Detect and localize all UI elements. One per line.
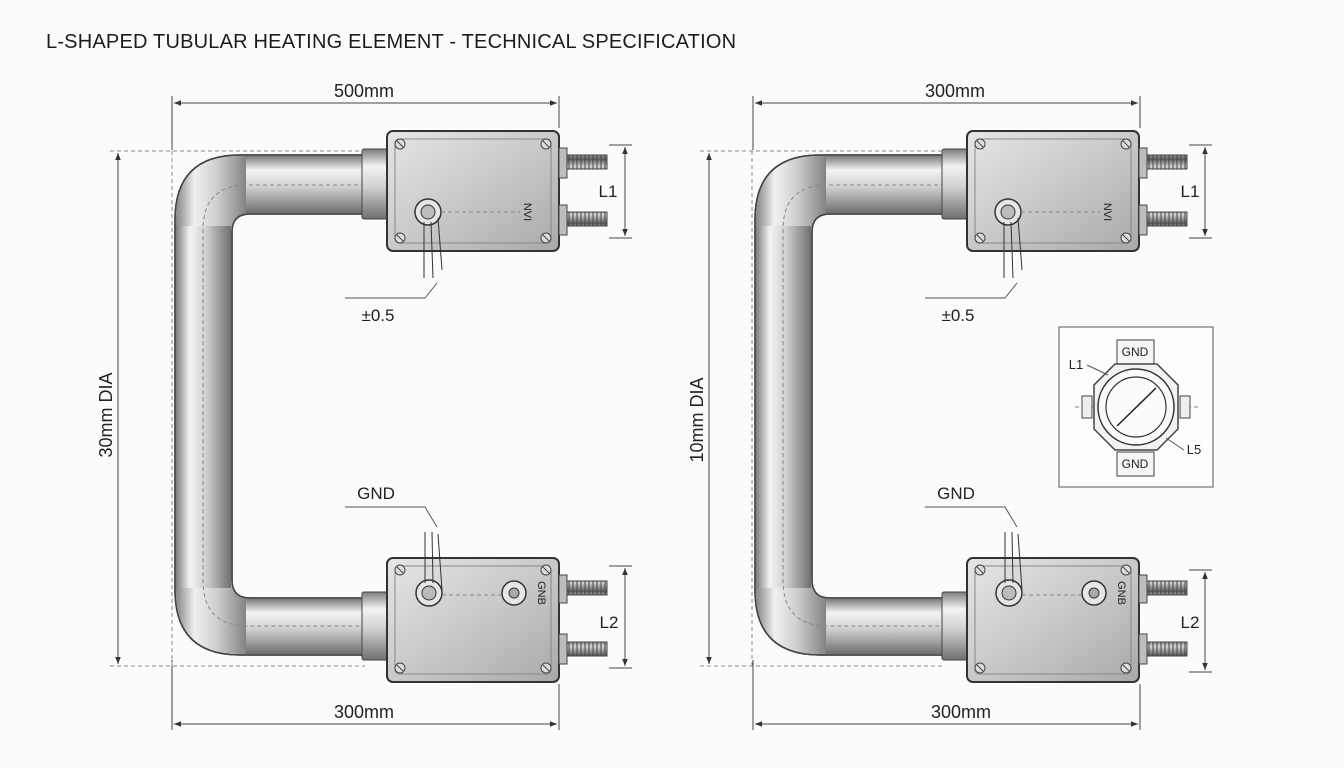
right-bottom-width-label: 300mm (931, 702, 991, 722)
right-height-label: 10mm DIA (687, 377, 707, 462)
detail-gnd-bottom-label: GND (1122, 457, 1149, 471)
left-tolerance-label: ±0.5 (362, 306, 395, 325)
right-terminal-l1-label: L1 (1181, 182, 1200, 201)
right-box-mark-bottom: GNB (1115, 581, 1127, 605)
right-view: 300mm 300mm 10mm DIA ±0.5 GND NVI GNB L1… (687, 81, 1212, 730)
right-box-mark-top: NVI (1101, 203, 1113, 221)
detail-cross-section: GND GND L1 L5 (1058, 326, 1214, 488)
left-box-mark-bottom: GNB (535, 581, 547, 605)
left-top-width-label: 500mm (334, 81, 394, 101)
left-view: 500mm 300mm 30mm DIA ±0.5 GND NVI GNB L1… (96, 81, 632, 730)
right-tolerance-label: ±0.5 (942, 306, 975, 325)
page-title: L-SHAPED TUBULAR HEATING ELEMENT - TECHN… (46, 31, 737, 53)
detail-gnd-top-label: GND (1122, 345, 1149, 359)
left-terminal-l1-label: L1 (599, 182, 618, 201)
right-terminal-l2-label: L2 (1181, 613, 1200, 632)
detail-l5-label: L5 (1187, 442, 1201, 457)
detail-l1-label: L1 (1069, 357, 1083, 372)
left-box-mark-top: NVI (521, 203, 533, 221)
left-bottom-width-label: 300mm (334, 702, 394, 722)
right-top-width-label: 300mm (925, 81, 985, 101)
right-gnd-label: GND (937, 484, 975, 503)
left-terminal-l2-label: L2 (600, 613, 619, 632)
left-gnd-label: GND (357, 484, 395, 503)
left-height-label: 30mm DIA (96, 372, 116, 457)
